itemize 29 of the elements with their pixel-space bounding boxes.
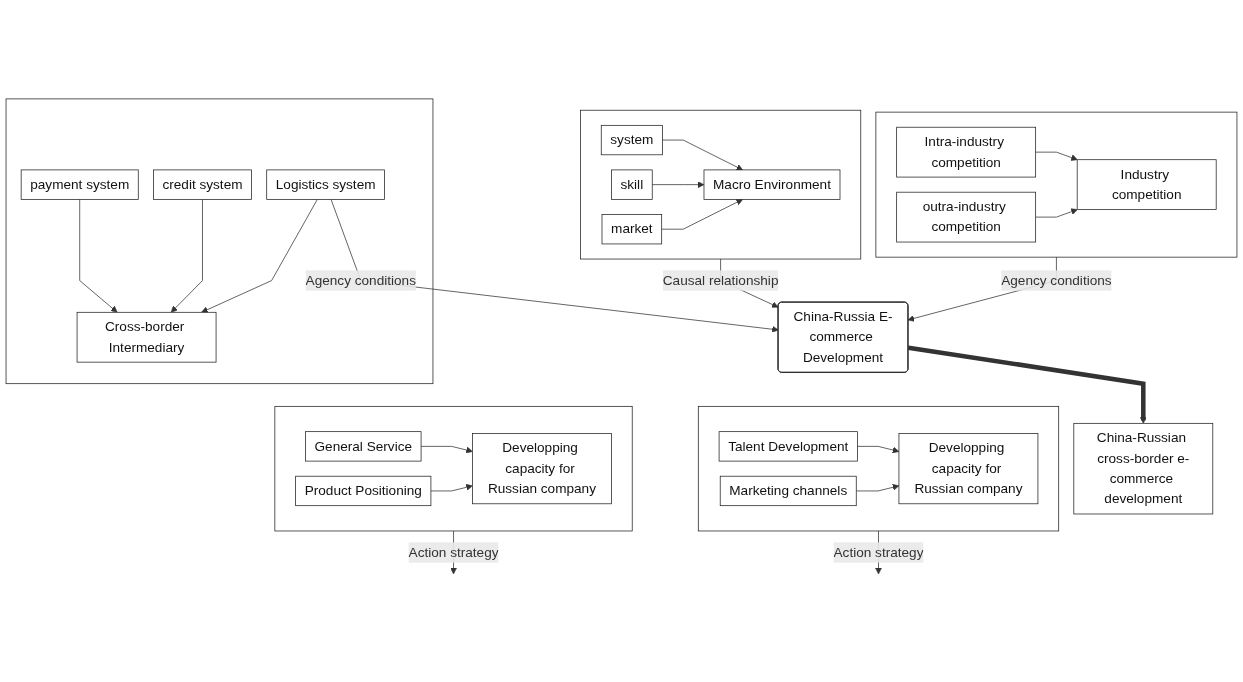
node-box: payment system	[20, 169, 139, 200]
node-box: Developping capacity for Russian company	[472, 433, 612, 505]
node-box: Marketing channels	[719, 475, 857, 507]
edge-label: Causal relationship	[662, 272, 779, 288]
node-box: market	[601, 214, 663, 245]
node-box: Intra-industry competition	[896, 126, 1037, 178]
node-box: Cross-border Intermediary	[76, 311, 217, 363]
cluster	[5, 98, 434, 385]
cluster	[697, 405, 1060, 532]
node-box: General Service	[305, 431, 422, 462]
node-box: Product Positioning	[295, 475, 432, 507]
node-box: Industry competition	[1076, 159, 1217, 210]
node-box: Developping capacity for Russian company	[898, 433, 1039, 505]
edge-label: Action strategy	[408, 544, 499, 560]
node-box: credit system	[153, 169, 252, 200]
node-box: outra-industry competition	[896, 191, 1037, 243]
node-box: skill	[611, 169, 653, 200]
node-box: Macro Environment	[703, 169, 841, 200]
node-box: Talent Development	[718, 431, 858, 462]
node-box: system	[600, 124, 663, 156]
edge-label: Agency conditions	[305, 272, 416, 288]
cluster	[274, 405, 633, 532]
cluster	[875, 111, 1238, 258]
arrow	[908, 345, 1147, 424]
node-box: Logistics system	[266, 169, 385, 200]
edge-label: Action strategy	[833, 544, 924, 560]
cluster	[580, 109, 862, 260]
node-box: China-Russian cross-border e-commerce development	[1073, 422, 1214, 515]
edge-label: Agency conditions	[1001, 272, 1112, 288]
